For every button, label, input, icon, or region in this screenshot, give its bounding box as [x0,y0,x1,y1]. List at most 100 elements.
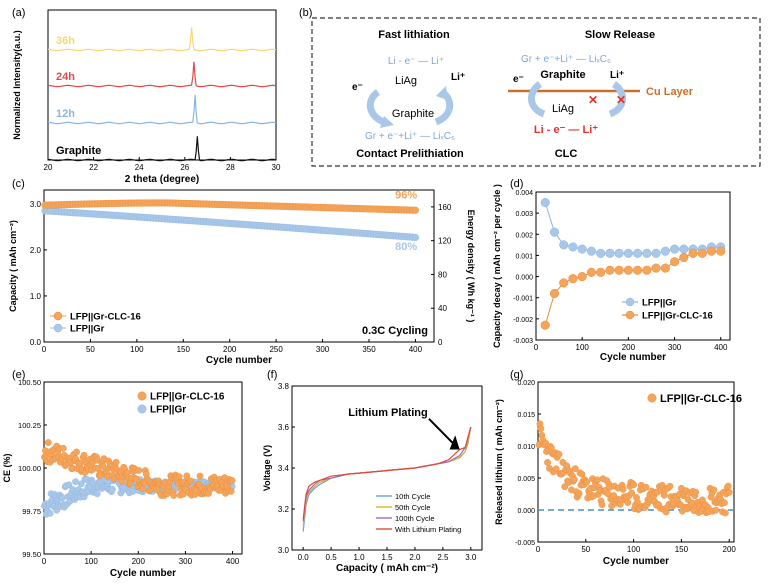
chart-g-point [571,465,579,473]
chart-c-point-clc [411,206,420,214]
chart-g-xtick-label-0: 0 [536,545,541,554]
chart-d-point-1 [660,263,670,273]
chart-d-point-0 [605,248,615,258]
chart-d-xtick-label-0: 0 [534,343,539,352]
chart-a-series-label-0: 36h [56,35,75,47]
chart-g-legend-label: LFP||Gr-CLC-16 [660,393,742,405]
chart-c-y2tick-label-1: 40 [438,304,447,313]
chart-d-point-0 [670,244,680,254]
chart-f-series-line-1 [302,426,472,526]
chart-e-point-clc [99,462,107,470]
chart-g-point [555,450,563,458]
chart-c-ytick-label-0: 0.0 [30,338,42,347]
chart-e-point-clc [59,444,67,452]
cross-icon-1: ✕ [588,93,598,107]
chart-g-ytick-label-1: 0.000 [517,508,535,515]
chart-d-point-0 [596,248,606,258]
chart-e-point-clc [76,460,84,468]
chart-g-ylabel: Released lithium ( mAh cm⁻²) [494,399,504,525]
chart-c-xtick-label-0: 0 [42,345,47,354]
chart-d-ytick-label-1: -0.002 [513,317,533,324]
chart-d-point-0 [540,198,550,208]
chart-d-point-1 [559,278,569,288]
chart-g-point [575,490,583,497]
left-arrow-curve [366,89,386,126]
chart-a-xtick-label-2: 24 [135,163,144,172]
chart-d-point-1 [586,267,596,277]
chart-d-xtick-label-4: 400 [714,343,728,352]
chart-c-retention-clc: 96% [395,189,417,201]
chart-g-point [628,489,636,497]
right-right-arrow [608,81,626,118]
chart-e-point-gr [58,494,66,502]
panel-label-d: (d) [510,178,523,190]
chart-g-point [642,483,650,491]
chart-f-ytick-label-0: 3.0 [278,546,290,555]
chart-d-xtick-label-2: 200 [622,343,636,352]
chart-f-xtick-label-6: 3.0 [465,553,477,562]
chart-c-y2tick-label-0: 0 [438,338,443,347]
chart-g-point [544,459,551,466]
chart-d-point-0 [559,240,569,250]
chart-e-point-clc [175,473,183,481]
chart-a-series-line-0 [47,27,277,52]
chart-e-point-clc [80,451,88,459]
chart-c-xlabel: Cycle number [206,355,272,366]
chart-g-ytick-label-5: 0.020 [517,380,535,387]
left-bottom-equation: Gr + e⁻+Li⁺ — LiₓC₆ [365,131,455,142]
schematic-panel: Fast lithiation Slow Release Li - e⁻ — L… [311,17,761,167]
schematic-frame [311,17,761,167]
chart-d-ytick-label-7: 0.004 [515,190,533,197]
chart-d-ytick-label-0: -0.003 [513,338,533,345]
chart-c-legend-marker-0 [53,311,63,321]
chart-a-series-line-3 [47,136,277,162]
chart-a-series-label-3: Graphite [56,145,101,157]
chart-e-ytick-label-3: 100.25 [18,421,41,430]
chart-f-series-line-3 [302,426,472,520]
chart-d-point-1 [651,263,661,273]
right-arrowhead [436,86,448,100]
chart-a-xtick-label-0: 20 [44,163,53,172]
chart-d-point-1 [623,265,633,275]
chart-c-frame [43,189,435,343]
chart-d-point-0 [651,248,661,258]
chart-f-ytick-label-2: 3.4 [278,464,290,473]
chart-g-point [624,499,632,506]
panel-label-a: (a) [12,7,25,19]
chart-d-point-0 [549,227,560,237]
chart-d-point-0 [614,248,624,258]
chart-d-ytick-label-3: 0.000 [515,275,533,282]
chart-e-point-gr [46,509,54,517]
panel-label-g: (g) [510,369,523,381]
chart-c-ytick-label-2: 2.0 [30,246,42,255]
chart-g-xtick-label-4: 200 [723,545,737,554]
chart-e-xtick-label-4: 400 [226,557,240,566]
chart-f-ylabel: Voltage (V) [262,445,272,491]
chart-f-legend-label-3: With Lithium Plating [395,525,461,534]
chart-g-ytick-label-0: -0.005 [515,540,535,547]
chart-d-ytick-label-2: -0.001 [513,296,533,303]
chart-c-y2tick-label-2: 80 [438,270,447,279]
chart-f-arrowhead [449,435,460,450]
chart-e-point-gr [72,478,79,486]
chart-f-legend-label-2: 100th Cycle [395,514,435,523]
chart-d-point-1 [679,252,689,263]
chart-g-point [630,481,638,489]
chart-e-ytick-label-2: 100.00 [18,464,41,473]
chart-e-point-clc [183,472,191,480]
chart-d-point-1 [716,246,726,256]
chart-d-point-0 [623,248,633,258]
left-graphite-label: Graphite [392,108,434,120]
chart-f-ytick-label-1: 3.2 [278,505,290,514]
chart-g-point [561,483,569,491]
chart-d-point-0 [660,246,670,256]
chart-d-ytick-label-6: 0.003 [515,211,533,218]
chart-e-point-clc [112,458,120,466]
chart-e-xtick-label-2: 200 [132,557,146,566]
right-graphite-label: Graphite [540,69,585,81]
chart-f-xtick-label-4: 2.0 [409,553,421,562]
right-electron-label: e⁻ [513,74,524,85]
chart-g-legend-marker [647,393,657,403]
